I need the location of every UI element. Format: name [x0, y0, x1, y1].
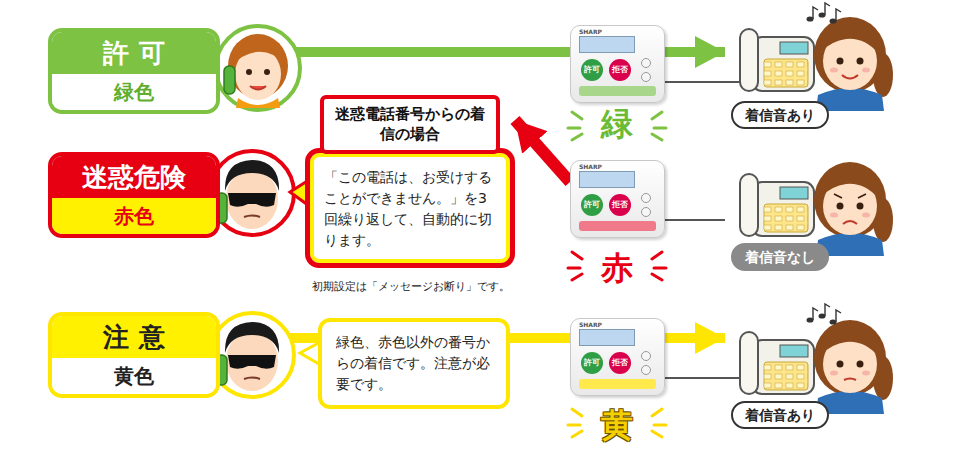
- illustration-part: [807, 7, 819, 22]
- flow-arrow: [665, 47, 725, 57]
- illustration-part: [819, 304, 831, 319]
- phone-area: 着信音あり: [725, 305, 950, 433]
- illustration-part: [216, 160, 279, 229]
- category-box: 迷惑危険赤色: [48, 152, 220, 238]
- illustration-part: [250, 86, 266, 90]
- device-key: [641, 193, 651, 203]
- phone-area: 着信音あり: [725, 5, 950, 133]
- flow-arrow: [515, 120, 570, 182]
- illustration-part: [216, 26, 300, 110]
- illustration-part: [830, 9, 842, 24]
- co-body-yel-text: 緑色、赤色以外の番号からの着信です。注意が必要です。: [318, 318, 510, 409]
- illustration-part: [842, 75, 858, 79]
- illustration-part: [236, 98, 280, 108]
- illustration-part: [814, 162, 893, 256]
- co-body-red-text: 「この電話は、お受けすることができません。」を3回繰り返して、自動的に切ります。: [305, 148, 515, 268]
- device-screen: [579, 171, 635, 188]
- illustration-part: [819, 3, 831, 18]
- illustration-part: [834, 194, 866, 198]
- flow-arrow: [510, 333, 570, 343]
- note-text: 初期設定は「メッセージお断り」です。: [312, 279, 510, 294]
- btn-ok-text: 許可: [581, 194, 603, 216]
- category-box: 許 可緑色: [48, 28, 220, 114]
- pill-text: 着信音あり: [731, 101, 829, 129]
- flow-arrow: [665, 333, 725, 343]
- dev-logo-text: SHARP: [579, 28, 602, 35]
- color-word: 黄: [592, 407, 642, 443]
- phone-and-person: [740, 162, 893, 256]
- device-screen: [579, 36, 635, 53]
- dev-logo-text: SHARP: [579, 321, 602, 328]
- illustration-part: [216, 322, 279, 391]
- callout-box: 緑色、赤色以外の番号からの着信です。注意が必要です。: [318, 318, 510, 409]
- phone-and-person: [740, 3, 893, 111]
- illustration-part: [830, 310, 842, 325]
- illustration-part: [264, 69, 270, 75]
- device-key: [641, 72, 651, 82]
- man-face: [210, 313, 294, 397]
- cat-top-text: 迷惑危険: [52, 156, 216, 198]
- blocker-device: SHARP 許可拒否: [570, 160, 665, 238]
- btn-no-text: 拒否: [609, 194, 631, 216]
- illustration-part: [740, 332, 814, 394]
- cat-top-text: 許 可: [52, 32, 216, 74]
- phone-wire: [665, 81, 752, 83]
- illustration-part: [210, 151, 294, 235]
- phone-wire: [665, 377, 752, 379]
- device-key: [641, 207, 651, 217]
- cat-top-text: 注 意: [52, 316, 216, 358]
- phone-area: 着信音なし: [725, 150, 950, 275]
- cat-bot-text: 黄色: [52, 358, 216, 394]
- blocker-device: SHARP 許可拒否: [570, 25, 665, 103]
- pill-text: 着信音なし: [731, 243, 829, 271]
- illustration-part: [807, 308, 819, 323]
- co-head-text: 迷惑電話番号からの着信の場合: [320, 95, 500, 154]
- illustration-part: [814, 17, 893, 111]
- device-key: [641, 351, 651, 361]
- device-key: [641, 365, 651, 375]
- phone-and-person: [740, 304, 893, 414]
- flow-line: [665, 219, 725, 221]
- btn-no-text: 拒否: [609, 59, 631, 81]
- device-key: [641, 58, 651, 68]
- pill-text: 着信音あり: [731, 401, 829, 429]
- device-screen: [579, 329, 635, 346]
- device-lamp: [579, 221, 656, 231]
- callout-box: 迷惑電話番号からの着信の場合「この電話は、お受けすることができません。」を3回繰…: [305, 95, 515, 268]
- illustration-part: [844, 379, 856, 381]
- cat-bot-text: 緑色: [52, 74, 216, 110]
- btn-ok-text: 許可: [581, 352, 603, 374]
- color-word: 赤: [592, 250, 642, 286]
- dev-logo-text: SHARP: [579, 163, 602, 170]
- illustration-part: [740, 29, 814, 91]
- device-lamp: [579, 86, 656, 96]
- color-word: 緑: [592, 106, 642, 142]
- illustration-part: [224, 66, 235, 94]
- illustration-part: [210, 313, 294, 397]
- blocker-device: SHARP 許可拒否: [570, 318, 665, 396]
- woman-face: [216, 26, 300, 110]
- illustration-part: [740, 174, 814, 236]
- btn-ok-text: 許可: [581, 59, 603, 81]
- illustration-part: [843, 221, 857, 224]
- illustration-part: [246, 69, 252, 75]
- category-box: 注 意黄色: [48, 312, 220, 398]
- illustration-part: [814, 320, 893, 414]
- device-lamp: [579, 379, 656, 389]
- man-face: [210, 151, 294, 235]
- cat-bot-text: 赤色: [52, 198, 216, 234]
- btn-no-text: 拒否: [609, 352, 631, 374]
- illustration-part: [232, 38, 284, 66]
